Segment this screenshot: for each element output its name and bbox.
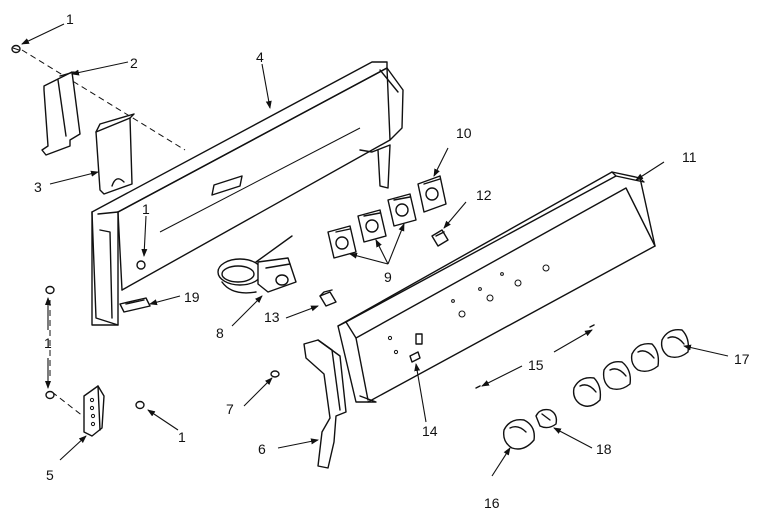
- knob-18: [535, 408, 558, 429]
- oven-thermostat: [217, 235, 297, 294]
- callout-8: 8: [216, 325, 224, 341]
- screw-left-lower: [45, 390, 55, 400]
- callout-7: 7: [226, 401, 234, 417]
- screw-7: [270, 370, 280, 378]
- callout-9: 9: [384, 269, 392, 285]
- callout-15: 15: [528, 357, 544, 373]
- knob-17: [660, 329, 690, 359]
- callout-2: 2: [130, 55, 138, 71]
- screw-left-upper: [45, 285, 55, 295]
- callout-1-center: 1: [142, 201, 150, 217]
- switch-c: [387, 193, 417, 227]
- small-part-13: [319, 289, 337, 307]
- pointer: [475, 324, 595, 389]
- screw-center: [136, 260, 146, 270]
- callout-13: 13: [264, 309, 280, 325]
- backguard-panel: [91, 61, 404, 326]
- callout-19: 19: [184, 289, 200, 305]
- switch-a: [327, 225, 357, 259]
- callout-6: 6: [258, 441, 266, 457]
- callout-5: 5: [46, 467, 54, 483]
- callout-1-top: 1: [66, 11, 74, 27]
- small-part-12: [431, 229, 449, 247]
- callout-10: 10: [456, 125, 472, 141]
- callout-16: 16: [484, 495, 500, 511]
- callout-4: 4: [256, 49, 264, 65]
- callout-11: 11: [682, 149, 697, 165]
- callout-labels: 1 2 3 4 1 19 8 13 10 11 12 9 1 1 5 7 6 1…: [34, 11, 750, 511]
- leader-lines: [21, 23, 729, 477]
- switch-b: [357, 209, 387, 243]
- callout-1-right: 1: [178, 429, 186, 445]
- callout-14: 14: [422, 423, 438, 439]
- callout-12: 12: [476, 187, 492, 203]
- end-cap: [303, 339, 347, 469]
- knob-b: [602, 360, 632, 391]
- callout-18: 18: [596, 441, 612, 457]
- switch-10: [417, 175, 447, 213]
- small-screw-14: [409, 351, 421, 363]
- knob-16: [502, 419, 535, 450]
- callout-3: 3: [34, 179, 42, 195]
- callout-1-left: 1: [44, 335, 52, 351]
- bracket: [95, 113, 135, 195]
- knob-a: [572, 377, 602, 407]
- screw-right: [135, 400, 145, 410]
- knob-c: [630, 343, 660, 373]
- clip: [119, 297, 151, 313]
- alignment-lines: [21, 49, 186, 421]
- side-bracket: [41, 71, 81, 156]
- screw-top: [11, 44, 21, 54]
- callout-17: 17: [734, 351, 750, 367]
- mounting-strip: [83, 385, 105, 437]
